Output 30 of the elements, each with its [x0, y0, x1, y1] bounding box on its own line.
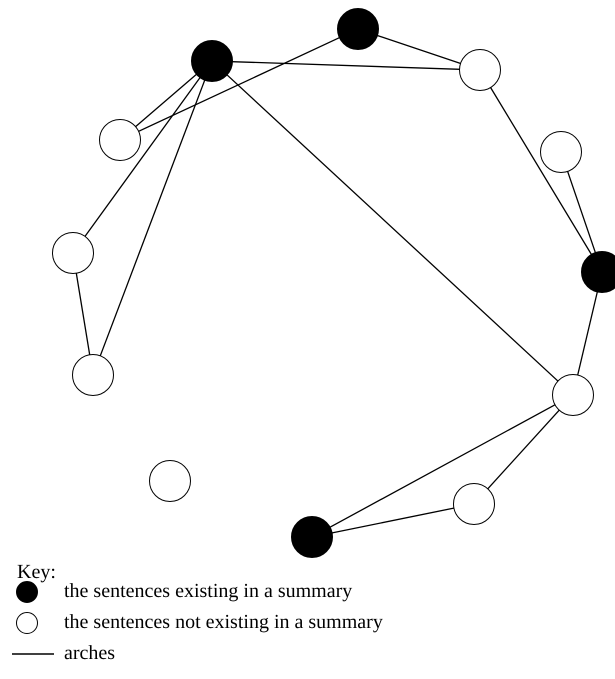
hollow-sentence-node [52, 232, 94, 274]
arch-line [486, 409, 560, 490]
arch-line [329, 404, 556, 528]
arch-line [138, 36, 340, 132]
legend-text: the sentences existing in a summary [64, 579, 352, 603]
arch-line [576, 291, 598, 376]
hollow-sentence-node [72, 354, 114, 396]
arch-line [376, 34, 462, 64]
filled-sentence-node [291, 516, 333, 558]
hollow-sentence-node [99, 119, 141, 161]
filled-sentence-node [191, 40, 233, 82]
key-heading: Key: [17, 560, 56, 584]
arch-line [232, 61, 460, 70]
hollow-sentence-node [453, 483, 495, 525]
hollow-sentence-node [149, 460, 191, 502]
arch-line [84, 76, 201, 238]
filled-sentence-node [581, 251, 615, 293]
arch-line [134, 74, 198, 128]
arch-line [566, 170, 596, 254]
filled-sentence-node [337, 8, 379, 50]
arch-line [226, 74, 559, 382]
arch-line [331, 507, 455, 534]
arch-line [490, 86, 592, 256]
arch-line [76, 272, 90, 356]
hollow-sentence-node [552, 374, 594, 416]
hollow-sentence-node [459, 49, 501, 91]
legend-text: the sentences not existing in a summary [64, 610, 383, 634]
hollow-sentence-node [540, 131, 582, 173]
legend-text: arches [64, 641, 116, 665]
arch-line [99, 79, 206, 357]
